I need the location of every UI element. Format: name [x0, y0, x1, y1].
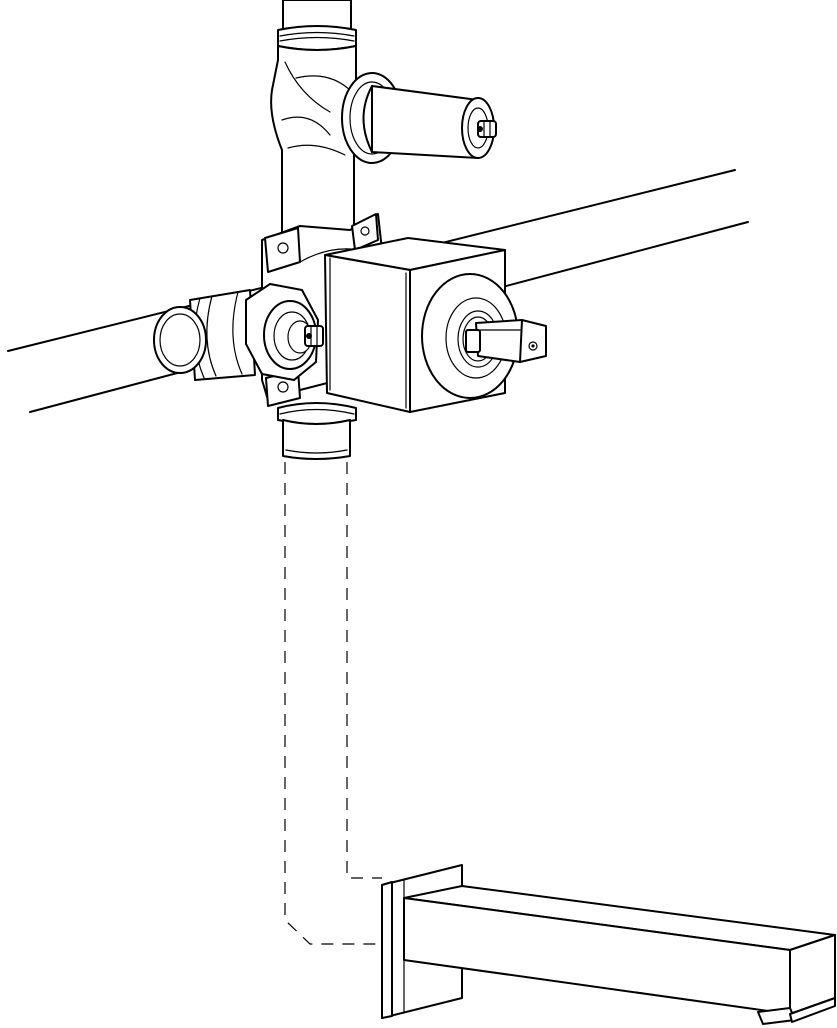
valve-stem [465, 319, 547, 363]
upper-plugged-outlet [341, 72, 497, 164]
square-plaster-guard [324, 237, 519, 413]
hex-union-nut [245, 283, 324, 381]
left-inlet-cap [153, 289, 256, 381]
dashed-connection-path [284, 462, 382, 945]
tub-spout [381, 864, 836, 1025]
lower-outlet-nipple [277, 402, 357, 460]
vertical-supply-pipe [270, 0, 360, 233]
